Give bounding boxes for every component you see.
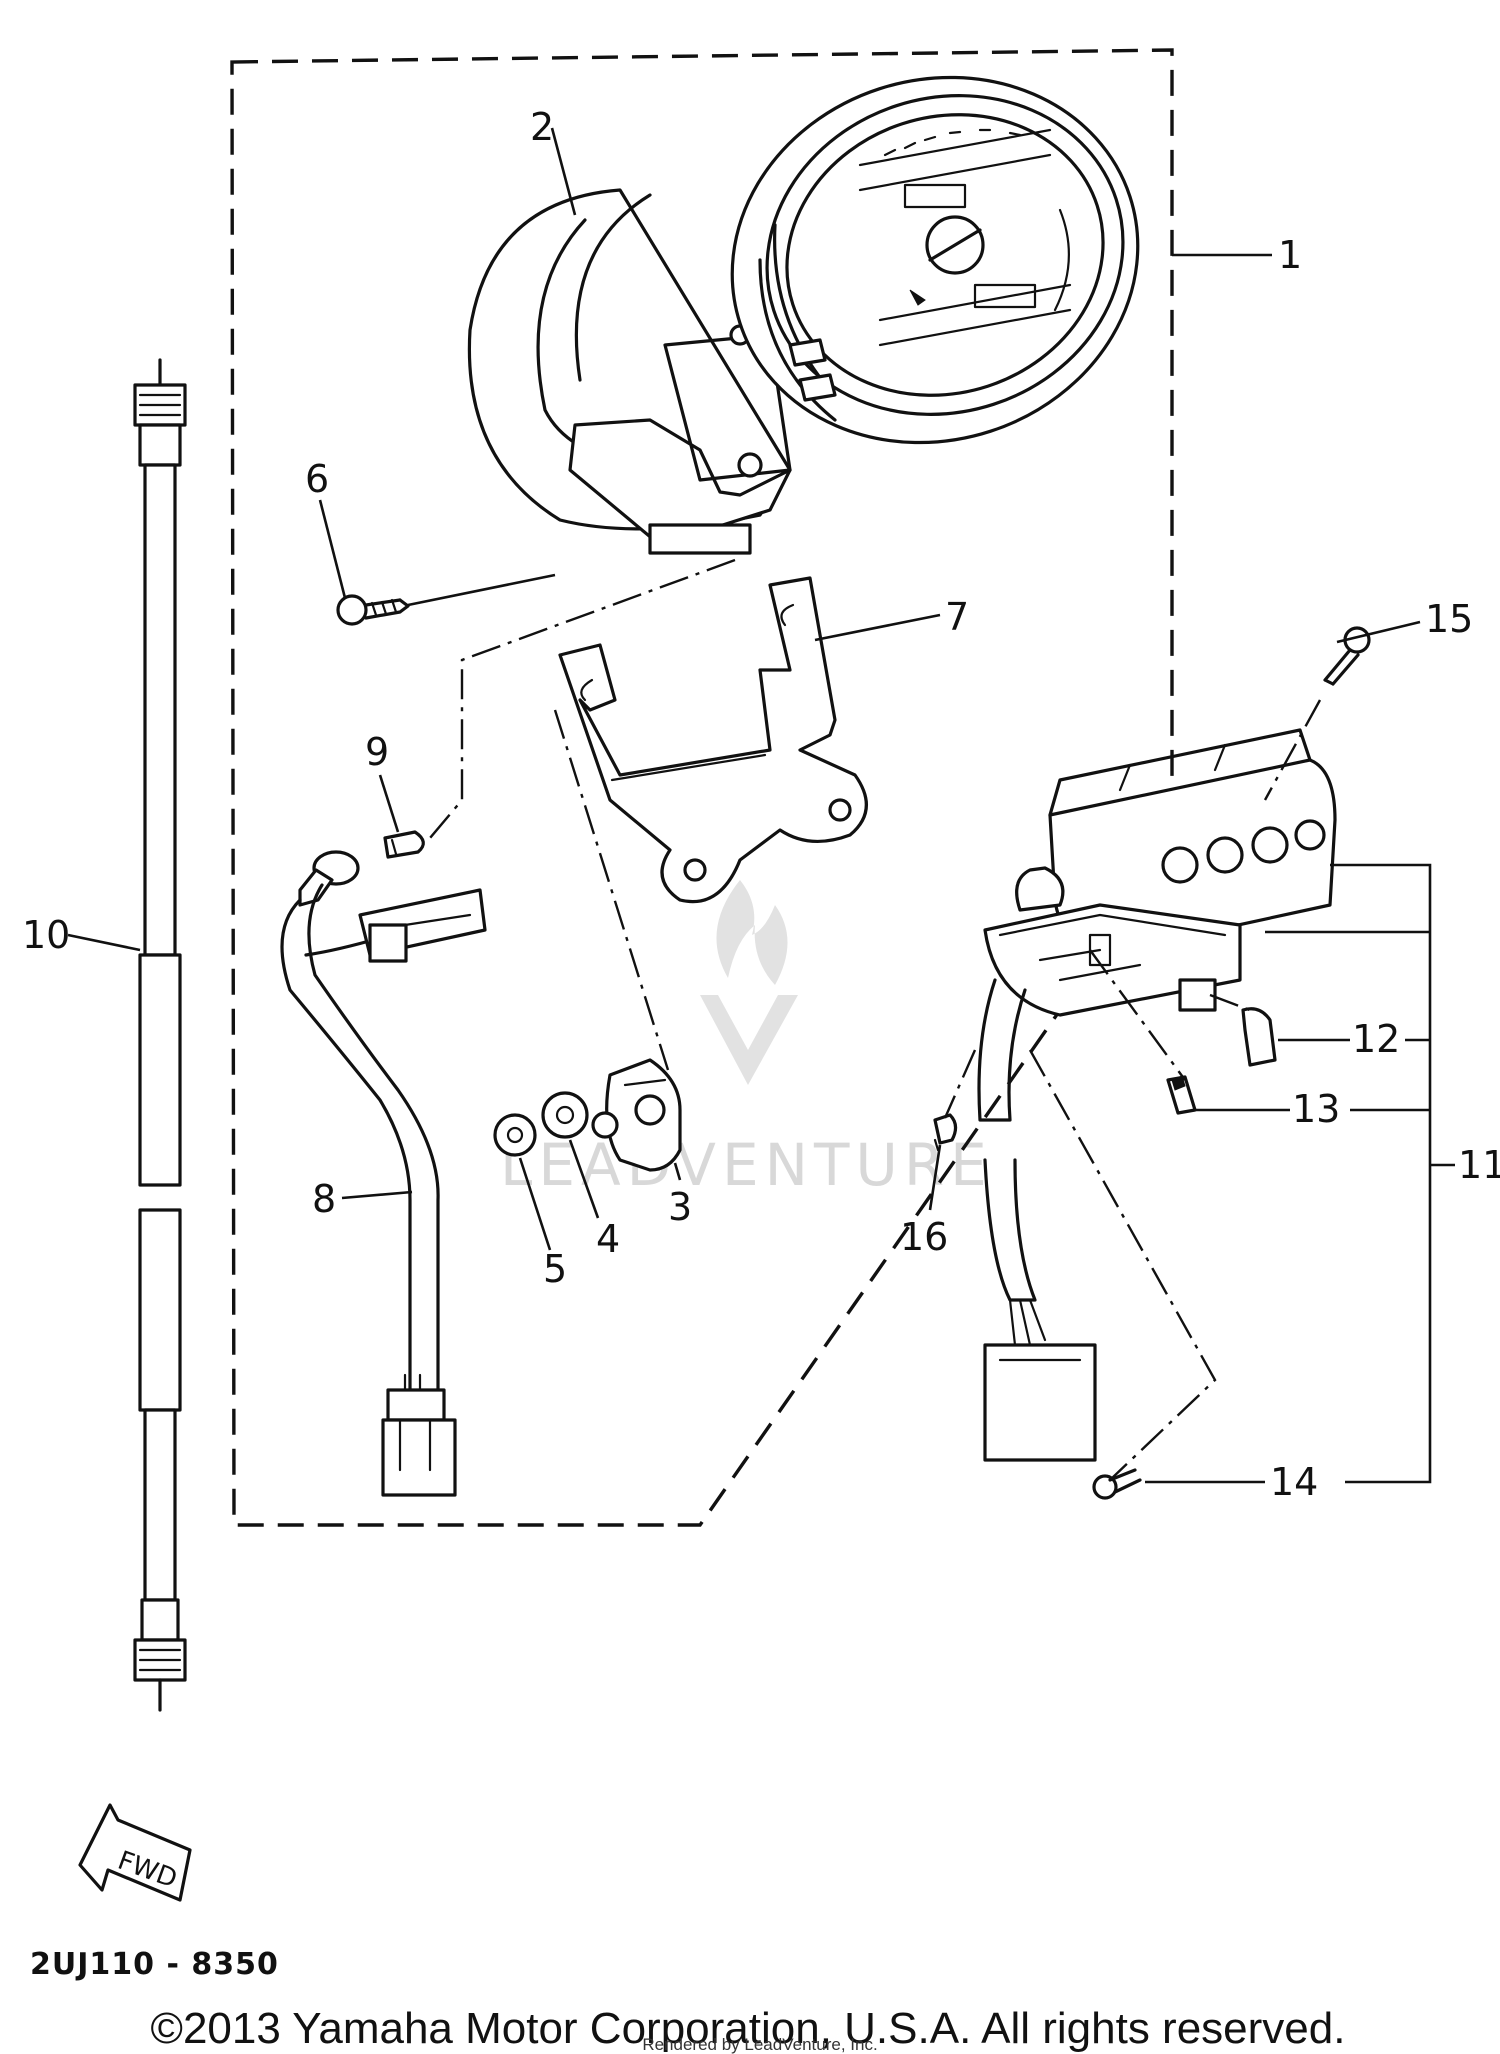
part-ref-4: 4 — [596, 1217, 620, 1261]
bulb-12 — [1241, 1007, 1277, 1067]
phantom-line-screw15 — [1263, 699, 1322, 801]
indicator-light-assembly — [977, 728, 1337, 1462]
bulb-9 — [383, 830, 425, 859]
watermark-text: LEADVENTURE — [500, 1131, 993, 1199]
speedometer-cable-10 — [133, 358, 187, 1712]
speedometer-assembly — [730, 75, 1140, 445]
diagram-code: 2UJ110 - 8350 — [30, 1947, 279, 1982]
phantom-line-16 — [943, 1049, 977, 1119]
part-ref-12: 12 — [1352, 1017, 1400, 1061]
part-ref-15: 15 — [1425, 597, 1473, 641]
flame-logo-icon — [716, 880, 788, 985]
part-ref-9: 9 — [365, 730, 389, 774]
screw-14 — [1092, 1468, 1142, 1500]
part-ref-16: 16 — [900, 1215, 948, 1259]
part-ref-8: 8 — [312, 1177, 336, 1221]
phantom-line-13 — [1089, 949, 1186, 1081]
part-ref-13: 13 — [1292, 1087, 1340, 1131]
nut-5 — [493, 1113, 537, 1157]
render-credit: Rendered by LeadVenture, Inc. — [642, 2035, 877, 2054]
part-ref-11: 11 — [1458, 1143, 1500, 1187]
phantom-line-12 — [1209, 993, 1256, 1014]
part-numbers: 2 1 6 7 15 9 10 12 13 11 8 3 4 5 16 14 — [22, 105, 1500, 1504]
part-ref-1: 1 — [1278, 233, 1302, 277]
trip-reset-knob — [925, 215, 985, 275]
phantom-line-bracket-to-grommet — [553, 709, 670, 1071]
part-ref-2: 2 — [530, 105, 554, 149]
screw-6 — [336, 594, 410, 626]
v-logo-icon — [700, 995, 798, 1085]
coupler — [381, 1418, 457, 1497]
bulb-16 — [933, 1113, 958, 1152]
lead-wire-8 — [280, 850, 487, 1497]
forward-arrow: FWD — [78, 1803, 192, 1902]
part-ref-3: 3 — [668, 1185, 692, 1229]
meter-case — [467, 188, 792, 555]
assembly-1-boundary — [230, 48, 1174, 1527]
part-ref-5: 5 — [543, 1247, 567, 1291]
copyright-notice: ©2013 Yamaha Motor Corporation, U.S.A. A… — [151, 2004, 1346, 2053]
leader-lines — [67, 127, 1455, 1484]
part-ref-14: 14 — [1270, 1460, 1318, 1504]
bracket-7 — [558, 576, 868, 904]
part-ref-7: 7 — [945, 595, 969, 639]
phantom-line-14 — [1028, 1049, 1217, 1481]
bulb-13 — [1166, 1075, 1197, 1115]
grommet-3 — [591, 1058, 682, 1172]
phantom-line-case-to-bulb — [429, 558, 736, 839]
watermark: LEADVENTURE — [500, 880, 993, 1199]
part-ref-10: 10 — [22, 913, 70, 957]
odometer-window — [903, 183, 967, 209]
trip-window — [973, 283, 1037, 309]
washer-4 — [541, 1091, 589, 1139]
indicator-coupler — [983, 1343, 1097, 1462]
part-ref-6: 6 — [305, 457, 329, 501]
